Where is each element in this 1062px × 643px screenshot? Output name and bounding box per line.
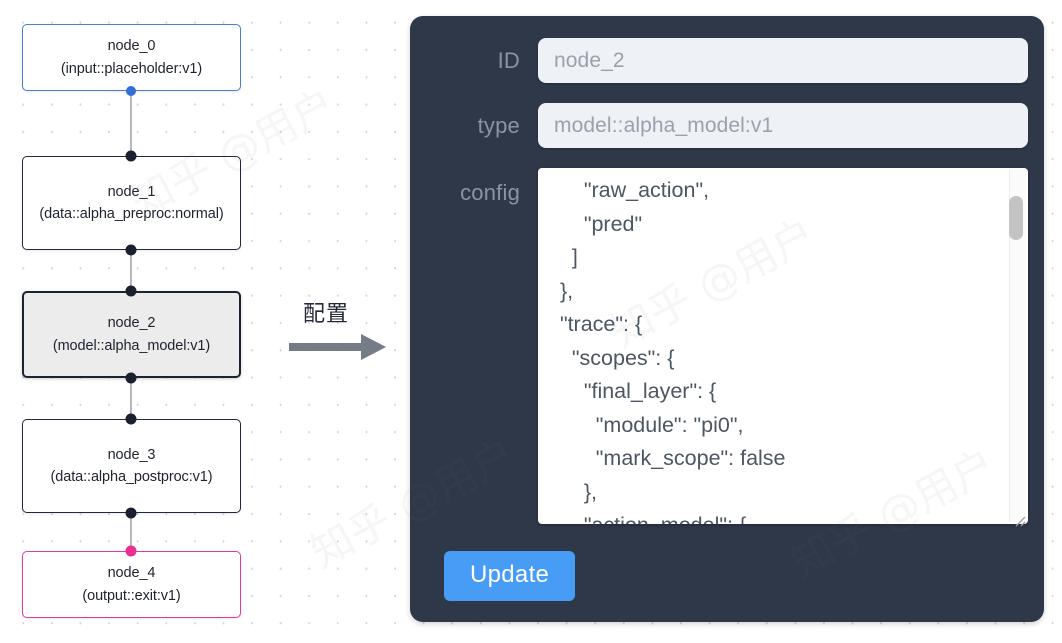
field-row-config: config bbox=[426, 168, 1028, 529]
config-textarea[interactable] bbox=[538, 168, 1028, 524]
id-input[interactable] bbox=[538, 38, 1028, 83]
graph-node-node_4[interactable]: node_4 (output::exit:v1) bbox=[22, 551, 241, 618]
graph-node-subtitle: (data::alpha_preproc:normal) bbox=[39, 206, 224, 222]
edge-node1-node2 bbox=[129, 250, 133, 292]
graph-node-title: node_4 bbox=[107, 565, 156, 582]
graph-node-node_2[interactable]: node_2 (model::alpha_model:v1) bbox=[22, 291, 241, 378]
node-handle-node_1-out[interactable] bbox=[125, 244, 137, 256]
arrow-right-icon bbox=[289, 332, 389, 367]
node-handle-node_1-in[interactable] bbox=[125, 150, 137, 162]
type-field-label: type bbox=[477, 112, 520, 138]
graph-node-title: node_1 bbox=[107, 183, 156, 200]
edge-node2-node3 bbox=[129, 377, 133, 419]
graph-node-subtitle: (input::placeholder:v1) bbox=[60, 60, 203, 77]
graph-node-node_0[interactable]: node_0 (input::placeholder:v1) bbox=[22, 24, 241, 91]
transition-annotation: 配置 bbox=[289, 296, 397, 368]
edge-node0-node1 bbox=[129, 90, 133, 156]
graph-node-subtitle: (output::exit:v1) bbox=[82, 587, 181, 604]
config-editor-wrap bbox=[538, 168, 1028, 529]
panel-actions: Update bbox=[426, 551, 1028, 601]
id-field-label: ID bbox=[497, 47, 520, 73]
transition-label: 配置 bbox=[303, 302, 350, 327]
config-scrollbar-track[interactable] bbox=[1008, 170, 1026, 522]
node-handle-node_2-in[interactable] bbox=[125, 285, 137, 297]
node-properties-panel: ID type config Update bbox=[410, 16, 1044, 622]
node-handle-node_3-in[interactable] bbox=[125, 413, 137, 425]
graph-node-subtitle: (data::alpha_postproc:v1) bbox=[50, 469, 213, 485]
graph-node-node_1[interactable]: node_1 (data::alpha_preproc:normal) bbox=[22, 156, 241, 250]
resize-grip-icon[interactable] bbox=[1010, 511, 1026, 527]
field-row-type: type bbox=[426, 103, 1028, 148]
node-handle-node_4-in[interactable] bbox=[125, 545, 137, 557]
node-handle-node_3-out[interactable] bbox=[125, 507, 137, 519]
config-scrollbar-thumb[interactable] bbox=[1008, 196, 1023, 240]
type-input[interactable] bbox=[538, 103, 1028, 148]
update-button[interactable]: Update bbox=[444, 551, 576, 601]
graph-node-title: node_3 bbox=[107, 446, 156, 463]
field-row-id: ID bbox=[426, 38, 1028, 83]
graph-node-node_3[interactable]: node_3 (data::alpha_postproc:v1) bbox=[22, 419, 241, 513]
node-handle-node_2-out[interactable] bbox=[125, 372, 137, 384]
graph-node-subtitle: (model::alpha_model:v1) bbox=[52, 337, 211, 354]
graph-node-title: node_2 bbox=[107, 315, 156, 332]
graph-node-title: node_0 bbox=[107, 38, 156, 55]
edge-node3-node4 bbox=[129, 513, 133, 551]
node-handle-node_0-out[interactable] bbox=[126, 86, 136, 96]
node-graph-canvas[interactable]: node_0 (input::placeholder:v1) node_1 (d… bbox=[0, 0, 400, 643]
config-field-label: config bbox=[460, 180, 520, 205]
